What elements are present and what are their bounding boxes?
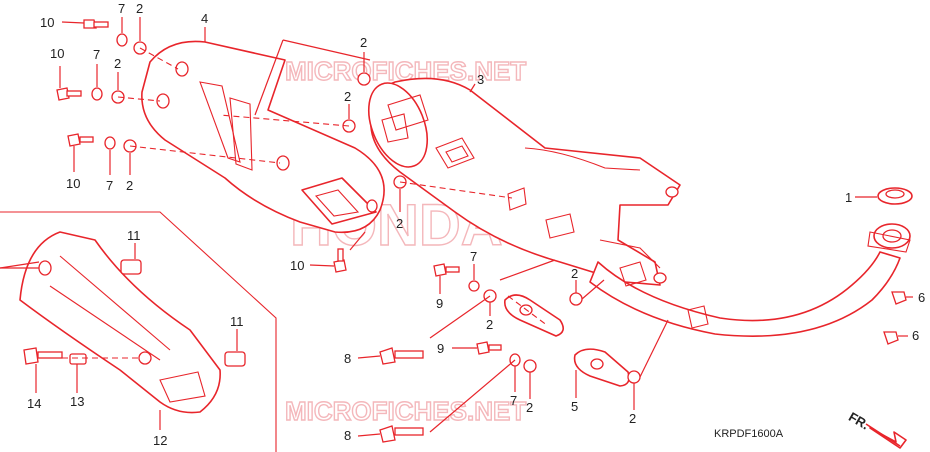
callout-label: 3 [477, 72, 484, 87]
diagram-code: KRPDF1600A [714, 428, 784, 440]
exhaust-clamps[interactable] [503, 294, 630, 387]
exhaust-gasket[interactable] [877, 187, 913, 205]
callout-label: 7 [93, 47, 100, 62]
callout-labels: 10 7 2 4 10 7 2 2 3 2 10 7 2 2 1 10 11 1… [27, 1, 925, 448]
callout-label: 14 [27, 396, 41, 411]
callout-label: 2 [136, 1, 143, 16]
callout-label: 12 [153, 433, 167, 448]
watermark-bottom: MICROFICHES.NET [285, 396, 526, 426]
callout-label: 2 [360, 35, 367, 50]
callout-label: 6 [912, 328, 919, 343]
callout-label: 6 [918, 290, 925, 305]
front-arrow-label: FR. [846, 409, 872, 432]
callout-label: 10 [290, 258, 304, 273]
callout-label: 5 [571, 399, 578, 414]
callout-label: 9 [437, 341, 444, 356]
muffler-body[interactable] [357, 74, 681, 286]
callout-label: 2 [486, 317, 493, 332]
callout-label: 2 [344, 89, 351, 104]
callout-label: 2 [526, 400, 533, 415]
inset-frame [0, 211, 277, 452]
callout-label: 2 [629, 411, 636, 426]
callout-label: 1 [845, 190, 852, 205]
callout-label: 7 [106, 178, 113, 193]
heat-guard[interactable] [19, 231, 221, 414]
callout-label: 2 [571, 266, 578, 281]
callout-label: 2 [396, 216, 403, 231]
callout-label: 10 [50, 46, 64, 61]
callout-label: 13 [70, 394, 84, 409]
callout-label: 11 [127, 228, 141, 243]
exhaust-pipe[interactable] [589, 223, 911, 337]
callout-label: 4 [201, 11, 208, 26]
callout-label: 7 [470, 249, 477, 264]
callout-label: 8 [344, 428, 351, 443]
callout-label: 11 [230, 314, 244, 329]
leader-lines [0, 17, 913, 437]
callout-label: 9 [436, 296, 443, 311]
callout-label: 10 [40, 15, 54, 30]
callout-label: 10 [66, 176, 80, 191]
callout-label: 8 [344, 351, 351, 366]
callout-label: 7 [118, 1, 125, 16]
callout-label: 2 [126, 178, 133, 193]
callout-label: 2 [114, 56, 121, 71]
muffler-protector[interactable] [141, 40, 385, 234]
callout-label: 7 [510, 393, 517, 408]
front-direction-arrow: FR. [846, 409, 907, 449]
